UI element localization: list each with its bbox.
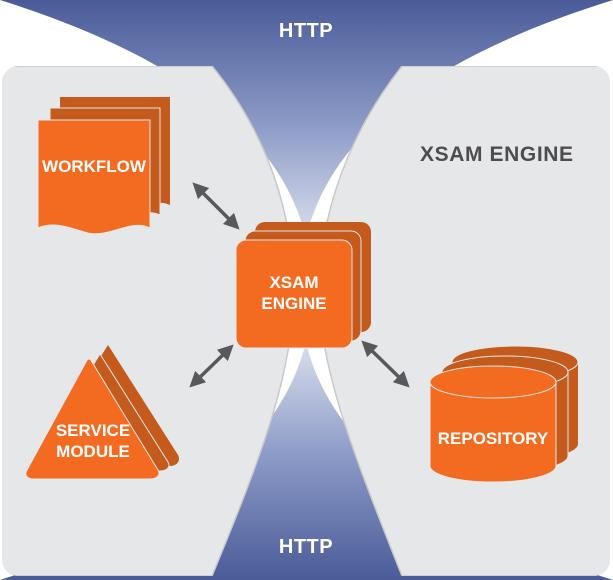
workflow-label: WORKFLOW bbox=[42, 157, 146, 176]
http-bottom-label: HTTP bbox=[278, 536, 334, 558]
engine-square-shape bbox=[235, 239, 353, 349]
service-module-label: SERVICE MODULE bbox=[34, 420, 152, 462]
service-module-label-line1: SERVICE bbox=[55, 421, 131, 440]
workflow-document-shape bbox=[37, 119, 151, 235]
arrow-workflow-engine bbox=[192, 182, 240, 230]
repository-cylinder-shape bbox=[429, 381, 557, 483]
engine-node bbox=[235, 222, 371, 349]
panel-title: XSAM ENGINE bbox=[420, 143, 574, 166]
engine-label: XSAM ENGINE bbox=[236, 272, 352, 314]
repository-node bbox=[429, 345, 579, 483]
engine-label-line2: ENGINE bbox=[261, 294, 327, 313]
service-module-triangle-shape bbox=[25, 358, 160, 480]
arrow-engine-repository bbox=[361, 340, 410, 388]
engine-label-line1: XSAM bbox=[269, 273, 319, 292]
service-module-node bbox=[25, 345, 180, 480]
workflow-node bbox=[37, 97, 170, 235]
repository-label: REPOSITORY bbox=[437, 429, 549, 448]
http-top-label: HTTP bbox=[278, 20, 334, 42]
arrow-service-engine bbox=[189, 344, 234, 388]
service-module-label-line2: MODULE bbox=[56, 442, 130, 461]
